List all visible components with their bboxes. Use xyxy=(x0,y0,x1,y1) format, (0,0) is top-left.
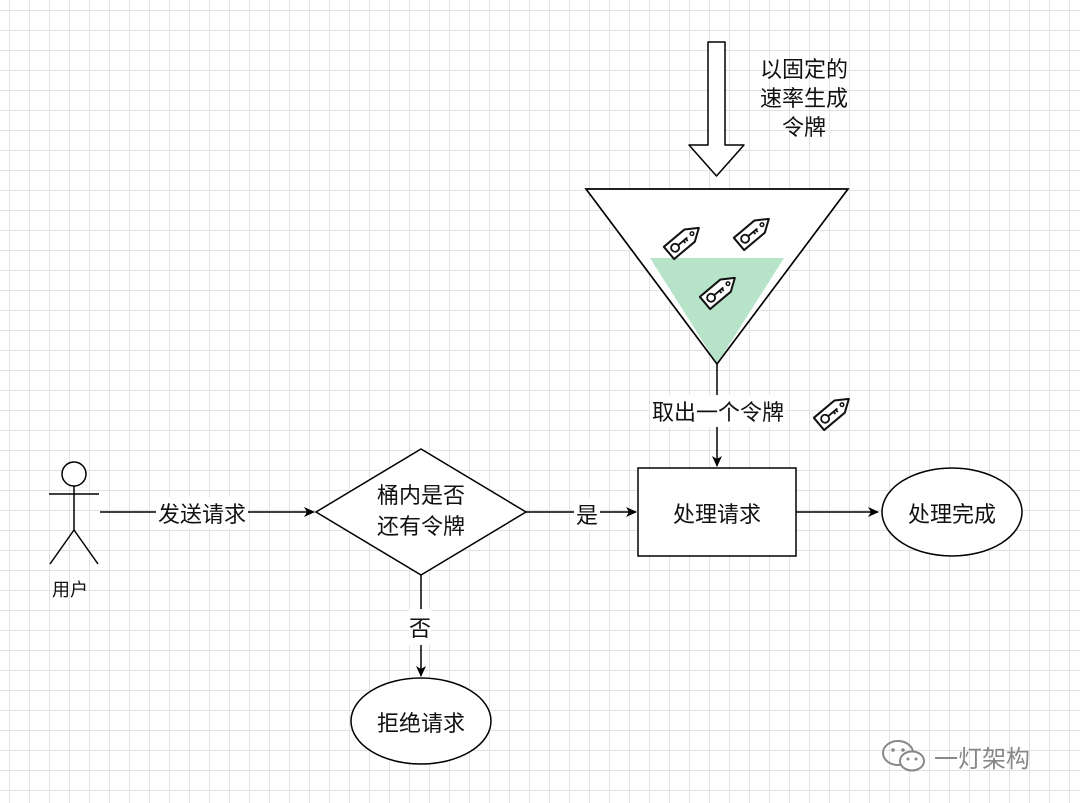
decision-label-line: 还有令牌 xyxy=(376,515,465,540)
rate-input-arrow xyxy=(688,41,745,177)
reject-ellipse xyxy=(350,677,492,765)
reject-label: 拒绝请求 xyxy=(376,712,465,737)
rate-label-line: 令牌 xyxy=(781,116,826,141)
rate-label-line: 速率生成 xyxy=(759,87,848,112)
edge-label-yes: 是 xyxy=(574,498,601,530)
wechat-icon xyxy=(882,740,925,772)
watermark-text: 一灯架构 xyxy=(934,744,1030,773)
watermark: 一灯架构 xyxy=(880,736,1030,776)
decision-diamond xyxy=(314,448,528,576)
token-bucket xyxy=(584,188,850,366)
done-label: 处理完成 xyxy=(907,503,996,528)
process-label: 处理请求 xyxy=(672,503,761,528)
key-tag-icon xyxy=(812,391,855,432)
decision-label-line: 桶内是否 xyxy=(376,484,465,509)
user-actor-icon xyxy=(49,461,99,565)
rate-label-line: 以固定的 xyxy=(759,58,848,83)
edge-label-take-token: 取出一个令牌 xyxy=(650,395,787,427)
decision-label: 桶内是否 还有令牌 xyxy=(340,481,502,543)
actor-label: 用户 xyxy=(52,580,88,601)
edge-label-send-request: 发送请求 xyxy=(156,497,249,529)
process-box xyxy=(637,467,797,557)
done-ellipse xyxy=(881,467,1023,557)
edge-label-no: 否 xyxy=(409,609,432,645)
rate-label: 以固定的 速率生成 令牌 xyxy=(748,56,860,143)
